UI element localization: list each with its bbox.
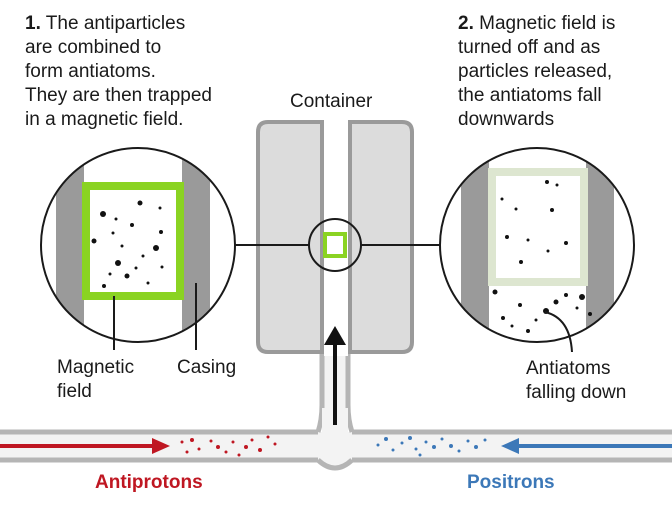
antiprotons-stream [0,435,277,457]
step1-line-3: form antiatoms. [25,61,156,82]
step2-line-1: Magnetic field is [479,13,616,34]
magnetic-field-label-line-1: Magnetic [57,357,135,378]
left-magnified-view [41,148,235,342]
right-magnified-view [440,148,634,342]
magnetic-field-label-line-2: field [57,381,92,402]
step2-line-3: particles released, [458,61,613,82]
step1-line-5: in a magnetic field. [25,109,184,130]
antiatoms-trapped [91,200,164,288]
step1-text: 1. The antiparticles are combined to for… [25,12,212,132]
step2-line-5: downwards [458,109,555,130]
step2-line-2: turned off and as [458,37,601,58]
antiatoms-falling-label: Antiatoms falling down [526,357,626,405]
antiproton-arrowhead [152,438,170,454]
positron-particles [376,436,487,457]
upward-arrow [324,326,346,425]
magnetic-field-off-frame [488,168,588,286]
casing-left-wall [56,148,84,342]
step2-number: 2. [458,13,474,34]
antiatoms-falling-label-line-1: Antiatoms [526,358,611,379]
step1-line-4: They are then trapped [25,85,212,106]
antiatoms-leader [544,311,573,353]
antiatoms-falling [492,180,592,333]
positrons-stream [376,436,672,457]
positrons-label: Positrons [467,472,555,493]
casing-label: Casing [177,357,237,378]
step1-line-1: The antiparticles [45,13,186,34]
antiatoms-falling-label-line-2: falling down [526,382,627,403]
magnetic-field-frame [82,182,184,300]
container-label: Container [290,91,373,112]
step1-line-2: are combined to [25,37,162,58]
step2-text: 2. Magnetic field is turned off and as p… [458,12,615,132]
positron-arrowhead [501,438,519,454]
magnetic-field-label: Magnetic field [57,356,134,404]
antiproton-particles [180,435,277,457]
antiprotons-label: Antiprotons [95,472,203,493]
step2-line-4: the antiatoms fall [458,85,602,106]
step1-number: 1. [25,13,41,34]
container [256,120,414,356]
